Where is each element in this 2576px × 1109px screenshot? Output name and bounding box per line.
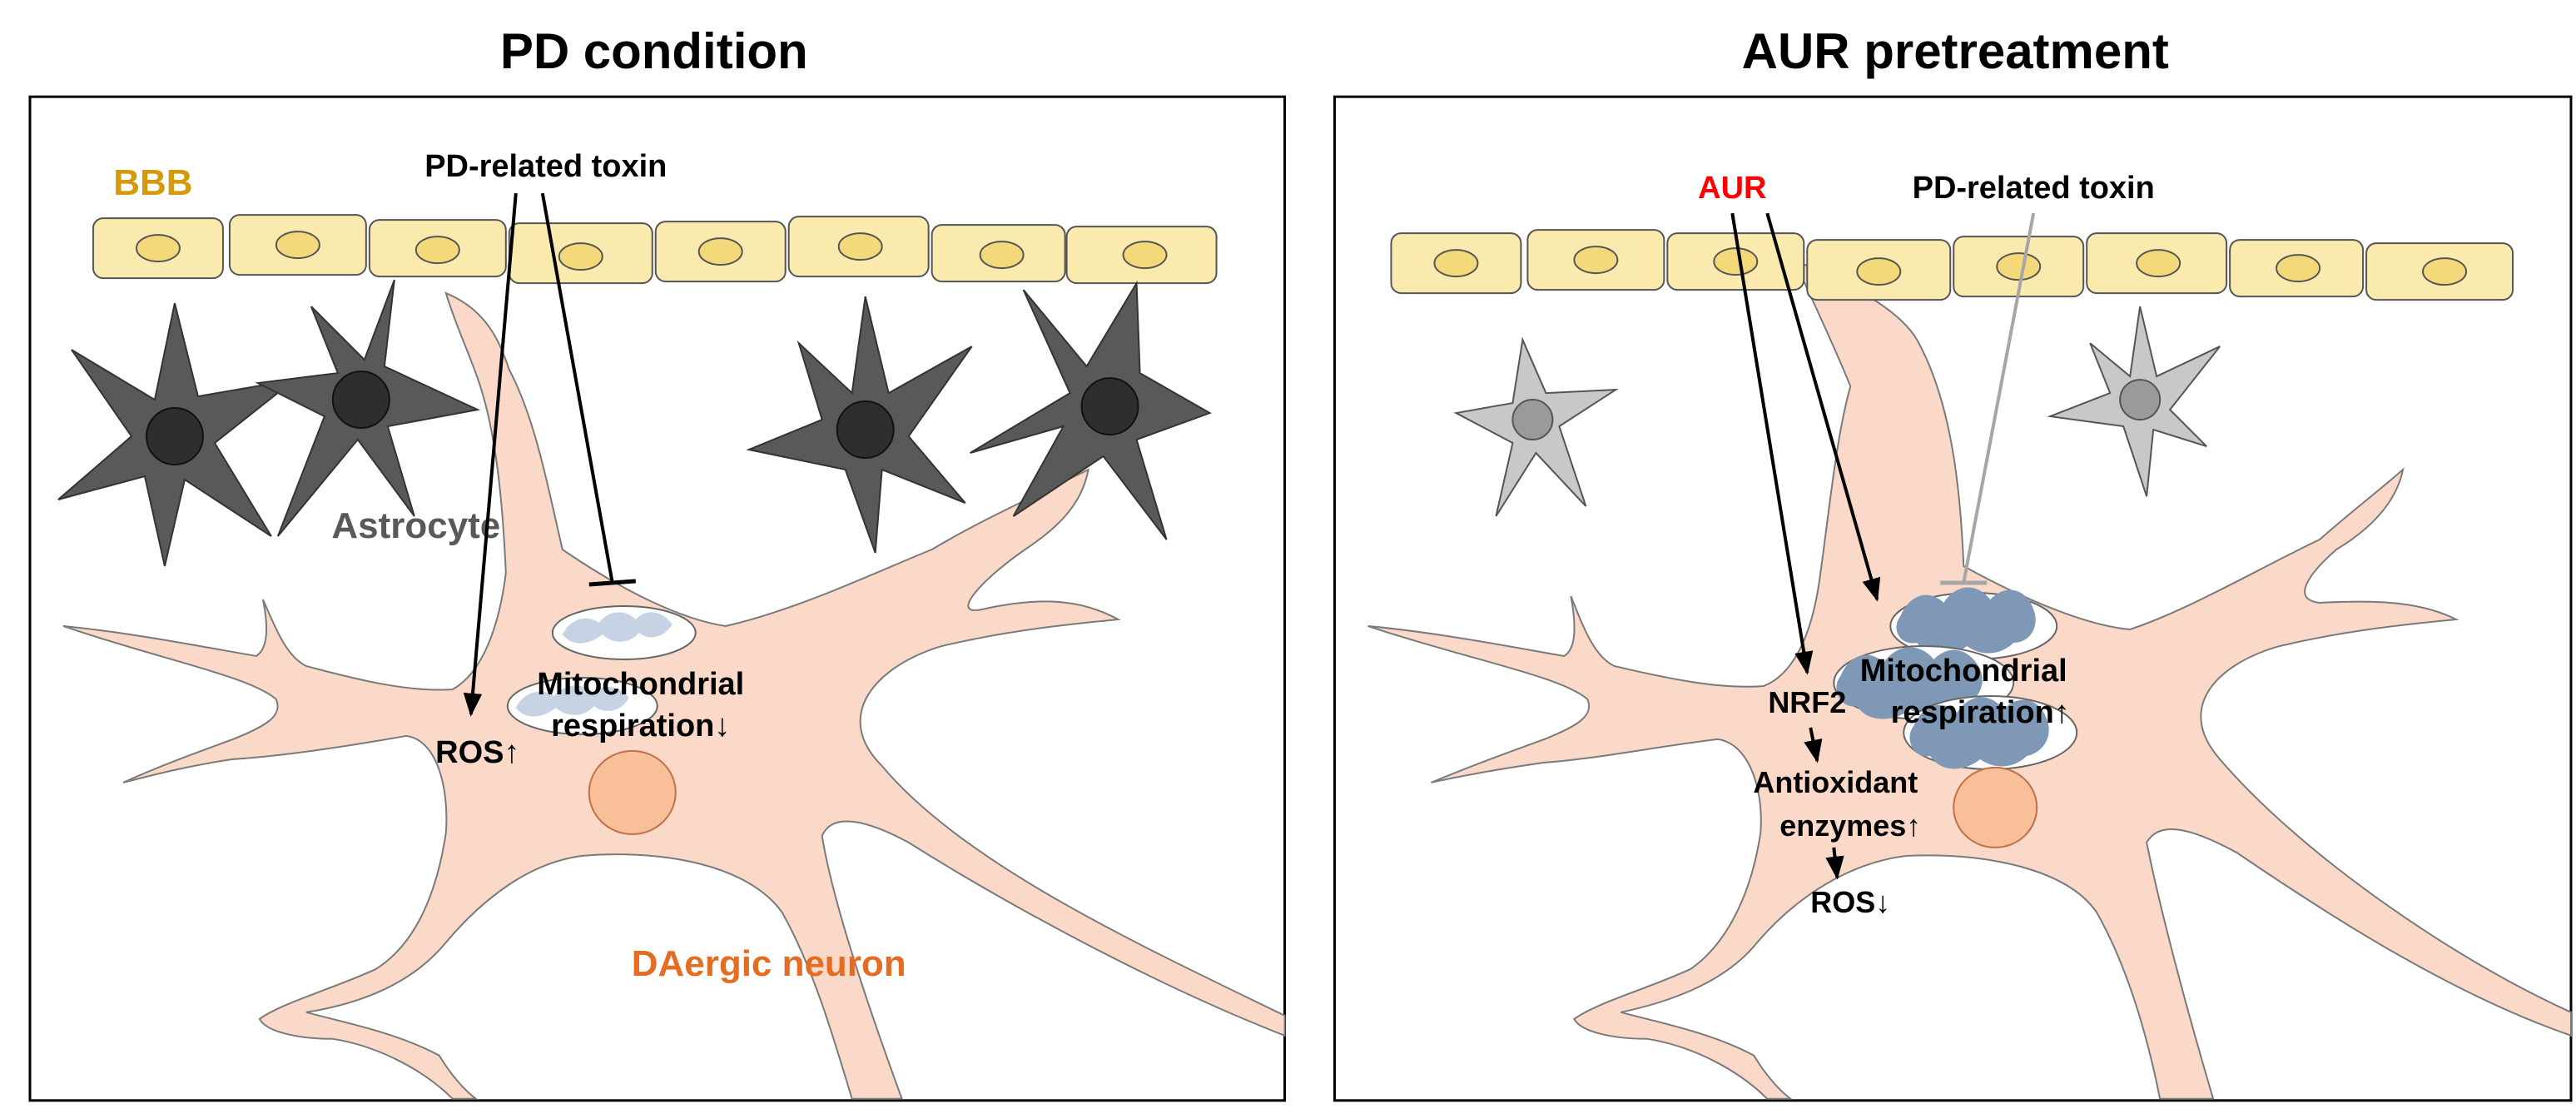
mitochondria-healthy xyxy=(1833,587,2078,770)
panel-title: PD condition xyxy=(500,23,808,79)
bbb-cell-nucleus xyxy=(1122,241,1168,270)
toxin-to-ros-arrow xyxy=(463,192,518,717)
cristae xyxy=(515,685,629,717)
cristae xyxy=(1896,587,2036,656)
bbb-cell-nucleus xyxy=(558,242,603,271)
mito-label-line2: respiration↓ xyxy=(551,709,730,743)
toxin-label: PD-related toxin xyxy=(424,149,667,184)
bbb-cell-nucleus xyxy=(697,237,743,266)
bbb-label: BBB xyxy=(113,162,192,203)
bbb-cell-nucleus xyxy=(2276,254,2321,283)
antiox-label-line2: enzymes↑ xyxy=(1779,808,1921,843)
toxin-inhibits-mito xyxy=(540,192,614,584)
mito-label-line2: respiration↑ xyxy=(1891,695,2070,730)
bbb-cell-nucleus xyxy=(135,234,181,263)
bbb-endothelial-layer xyxy=(1390,229,2514,301)
bbb-cell-nucleus xyxy=(1713,247,1759,276)
neuron-nucleus xyxy=(588,749,677,835)
aur-to-nrf2-arrow xyxy=(1730,212,1814,675)
panel-pd-condition: PD condition BBB xyxy=(28,23,1287,1102)
bbb-cell-nucleus xyxy=(1996,252,2042,281)
cristae xyxy=(1909,697,2049,769)
ros-label: ROS↓ xyxy=(1810,885,1890,919)
bbb-cell-nucleus xyxy=(414,236,460,265)
bbb-cell-nucleus xyxy=(1856,257,1902,286)
astrocyte xyxy=(970,280,1212,540)
bbb-cell-nucleus xyxy=(2422,257,2468,286)
bbb-endothelial-layer xyxy=(92,214,1218,285)
bbb-cell-nucleus xyxy=(979,241,1025,270)
aur-to-mito-arrow xyxy=(1765,212,1881,602)
aur-label: AUR xyxy=(1698,171,1766,206)
bbb-cell-nucleus xyxy=(1573,246,1619,275)
neuron-label: DAergic neuron xyxy=(632,943,906,984)
mitochondria-damaged xyxy=(506,604,697,735)
antiox-to-ros-arrow xyxy=(1825,847,1844,880)
nrf2-to-antiox-arrow xyxy=(1804,727,1823,763)
astrocyte xyxy=(2047,306,2221,497)
mito-label-line1: Mitochondrial xyxy=(537,667,744,702)
astrocyte xyxy=(746,296,973,554)
da-neuron xyxy=(62,291,1286,1100)
astrocyte-label: Astrocyte xyxy=(331,505,500,546)
bbb-cell-nucleus xyxy=(837,232,883,261)
panel-aur-pretreatment: AUR pretreatment xyxy=(1333,23,2573,1102)
mito-label-line1: Mitochondrial xyxy=(1860,654,2067,689)
astrocytes-activated xyxy=(57,279,1212,567)
neuron-nucleus xyxy=(1953,766,2038,848)
astrocyte xyxy=(1453,336,1620,517)
nrf2-label: NRF2 xyxy=(1768,685,1846,719)
bbb-cell-nucleus xyxy=(275,231,320,260)
antiox-label-line1: Antioxidant xyxy=(1753,765,1918,799)
astrocytes-resting xyxy=(1453,306,2221,517)
toxin-line-blocked xyxy=(1962,212,2036,584)
ros-label: ROS↑ xyxy=(435,735,519,770)
panel-title: AUR pretreatment xyxy=(1742,23,2169,79)
astrocyte xyxy=(255,279,481,537)
toxin-label: PD-related toxin xyxy=(1913,171,2155,206)
bbb-cell-nucleus xyxy=(2136,249,2181,278)
bbb-cell-nucleus xyxy=(1433,249,1479,278)
inhibition-bar xyxy=(588,579,636,587)
cristae xyxy=(562,612,673,644)
